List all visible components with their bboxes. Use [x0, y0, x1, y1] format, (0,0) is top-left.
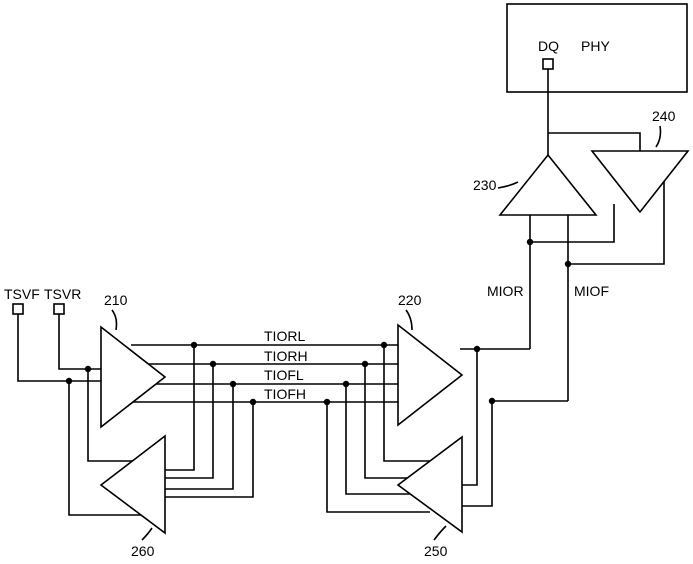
buffer-250: [396, 435, 463, 534]
mior-net: [460, 204, 615, 350]
mid-taps: [462, 349, 493, 507]
ref-240-label: 240: [652, 108, 676, 124]
buffer-210: [100, 325, 167, 429]
tiofh-label: TIOFH: [264, 386, 306, 402]
tiofl-label: TIOFL: [264, 367, 304, 383]
dq-net: [547, 69, 641, 155]
buffer-230: [498, 153, 598, 216]
tsvr-pad: [53, 303, 65, 315]
ref-220-label: 220: [398, 292, 422, 308]
ref-250-label: 250: [424, 543, 448, 559]
tsvr-label: TSVR: [44, 286, 81, 302]
ref-210-label: 210: [104, 292, 128, 308]
miof-net: [492, 181, 665, 402]
buffer-220: [397, 323, 464, 427]
tsvf-net: [17, 314, 148, 516]
tsvf-pad: [12, 303, 24, 315]
dq-pad: [542, 58, 554, 70]
mior-label: MIOR: [487, 283, 524, 299]
tsvf-label: TSVF: [4, 286, 40, 302]
buffer-260: [99, 434, 166, 535]
left-taps: [165, 345, 254, 498]
tio-bus: [131, 344, 400, 403]
buffer-240: [590, 150, 690, 214]
ref-260-label: 260: [131, 543, 155, 559]
tiorh-label: TIORH: [264, 348, 308, 364]
ref-230-label: 230: [473, 177, 497, 193]
phy-block: [506, 3, 688, 93]
miof-label: MIOF: [574, 283, 609, 299]
dq-label: DQ: [538, 38, 559, 54]
tiorl-label: TIORL: [264, 328, 305, 344]
phy-label: PHY: [581, 38, 610, 54]
